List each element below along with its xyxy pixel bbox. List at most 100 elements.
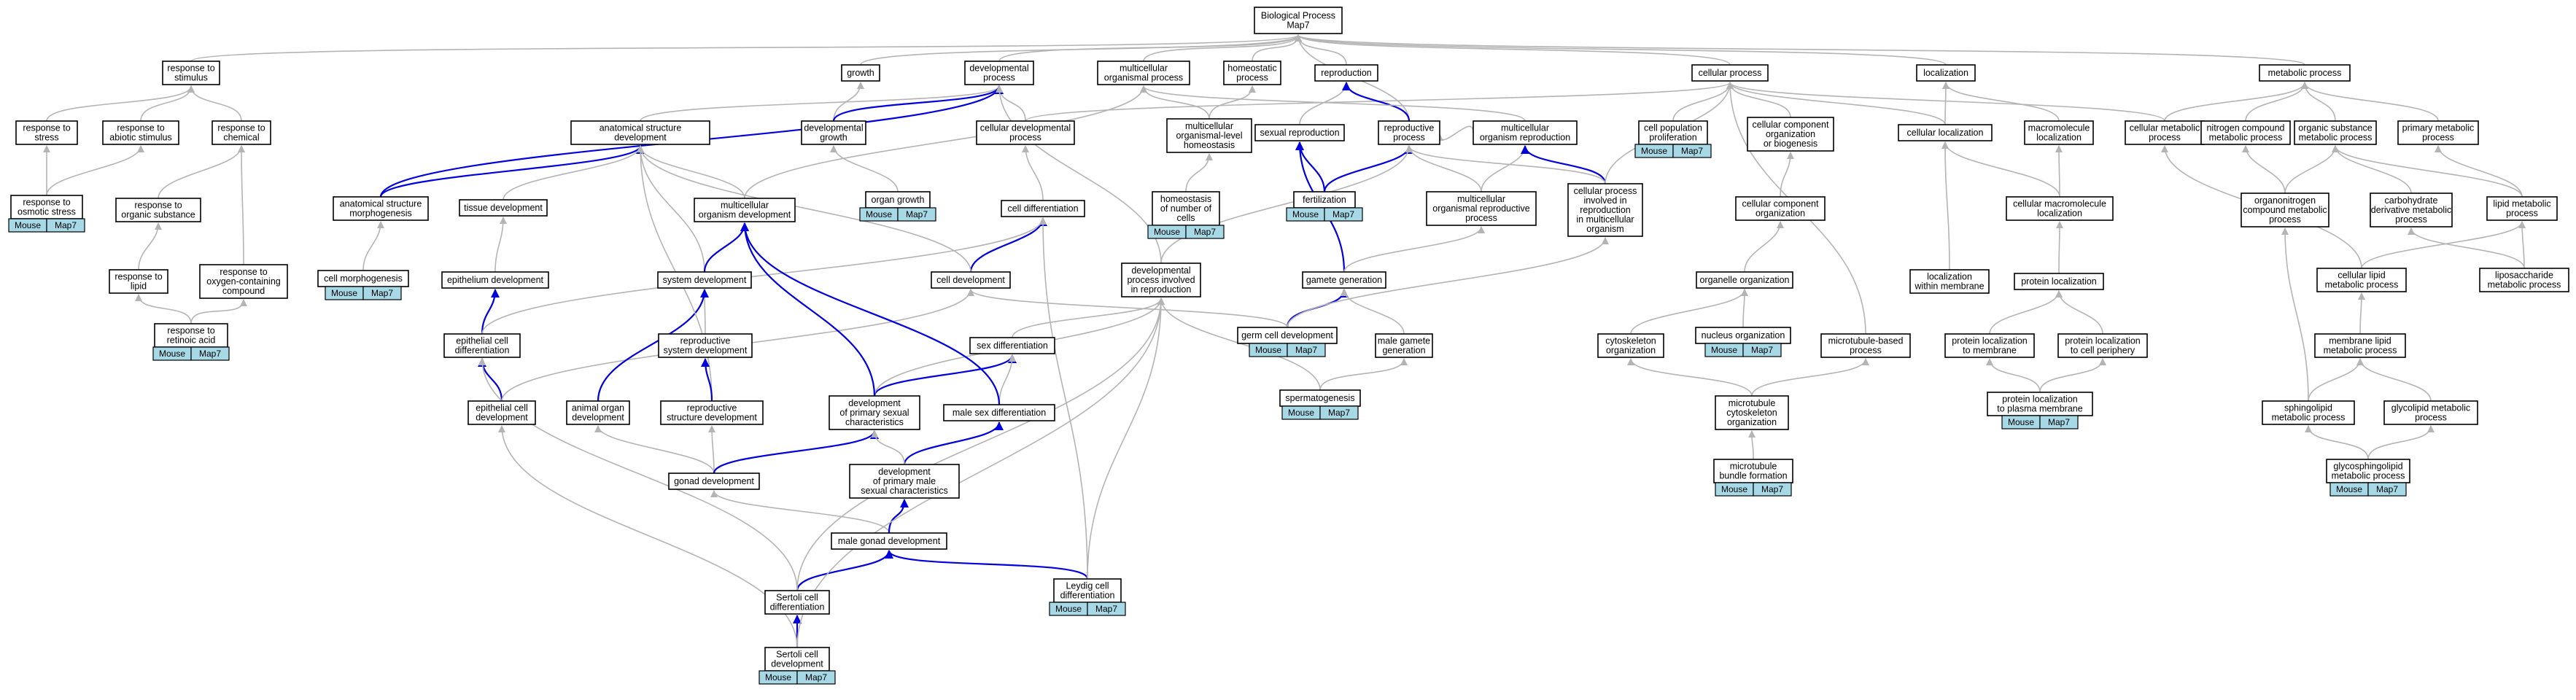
term-node-sys-dev[interactable]: system development [657,271,752,289]
term-node-gamete-gen[interactable]: gamete generation [1302,271,1386,289]
term-node-prot-local[interactable]: protein localization [2014,273,2104,290]
term-node-male-gonad-dev[interactable]: male gonad development [831,532,947,550]
term-node-cell-diff[interactable]: cell differentiation [1001,200,1085,217]
term-node-male-sex-diff[interactable]: male sex differentiation [943,404,1055,421]
term-node-epith-dev[interactable]: epithelium development [441,271,549,289]
term-node-sex-diff[interactable]: sex differentiation [969,337,1055,354]
term-node-cell-proc[interactable]: cellular process [1691,64,1769,82]
term-node-met-proc[interactable]: metabolic process [2259,64,2351,82]
term-node-cell-local[interactable]: cellular localization [1898,124,1993,141]
term-node-sex-repro[interactable]: sexual reproduction [1254,124,1345,141]
term-node-cell-development[interactable]: cell development [931,271,1011,289]
term-node-localization[interactable]: localization [1916,64,1976,82]
term-node-organelle-org[interactable]: organelle organization [1696,271,1793,289]
term-node-tissue-dev[interactable]: tissue development [459,199,548,217]
term-node-gonad-dev[interactable]: gonad development [668,472,760,490]
term-node-growth[interactable]: growth [841,64,880,82]
term-node-reproduction[interactable]: reproduction [1314,64,1378,82]
